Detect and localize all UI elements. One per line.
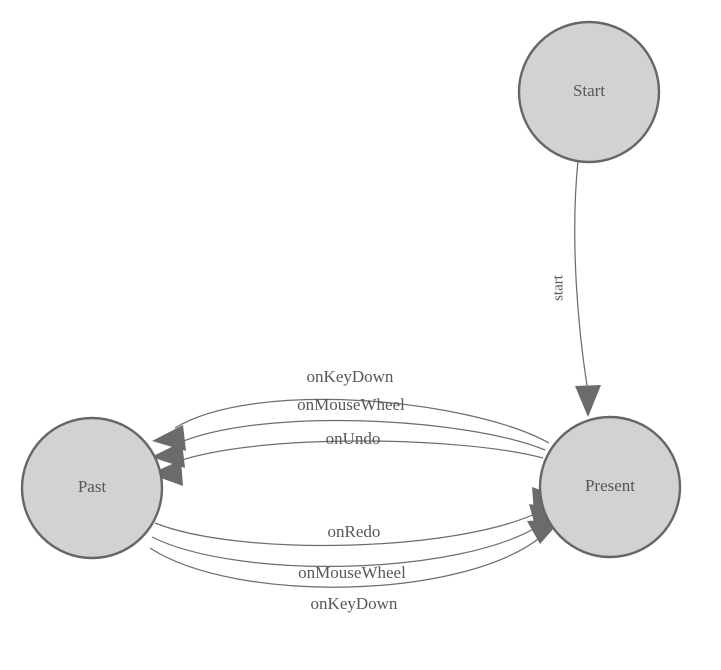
edge-label-upper-onundo: onUndo [326,429,381,448]
edge-label-lower-onredo: onRedo [328,522,381,541]
edge-present-to-past-onmousewheel-path [173,419,546,451]
edge-present-to-past-onkeydown-path [174,398,550,444]
edge-present-to-past-onundo-path [172,440,544,464]
node-present-circle [538,415,682,559]
node-start[interactable]: Start [517,20,661,164]
node-present[interactable]: Present [538,415,682,559]
edge-label-upper-onkeydown: onKeyDown [307,367,394,386]
node-past-label: Past [78,477,107,496]
edge-start-to-present-path [574,160,589,393]
edge-label-upper-onmousewheel: onMouseWheel [297,395,405,414]
edge-start-to-present[interactable]: start [550,160,601,417]
edge-past-to-present-onredo[interactable]: onRedo [154,487,565,547]
node-start-label: Start [573,81,605,100]
node-past-circle [20,416,164,560]
edge-label-lower-onmousewheel: onMouseWheel [298,563,406,582]
edge-past-to-present-onmousewheel[interactable]: onMouseWheel [151,504,564,582]
node-past[interactable]: Past [20,416,164,560]
edge-label-start: start [550,274,566,301]
arrowhead-start-to-present [575,385,601,417]
node-start-circle [517,20,661,164]
arrowhead-present-to-past-onundo [150,460,183,486]
node-present-label: Present [585,476,635,495]
edge-past-to-present-onredo-path [154,510,542,547]
edge-past-to-present-onmousewheel-path [151,523,543,567]
edge-past-to-present-onkeydown-path [149,535,543,588]
edge-present-to-past-onundo[interactable]: onUndo [150,429,544,486]
edge-label-lower-onkeydown: onKeyDown [311,594,398,613]
